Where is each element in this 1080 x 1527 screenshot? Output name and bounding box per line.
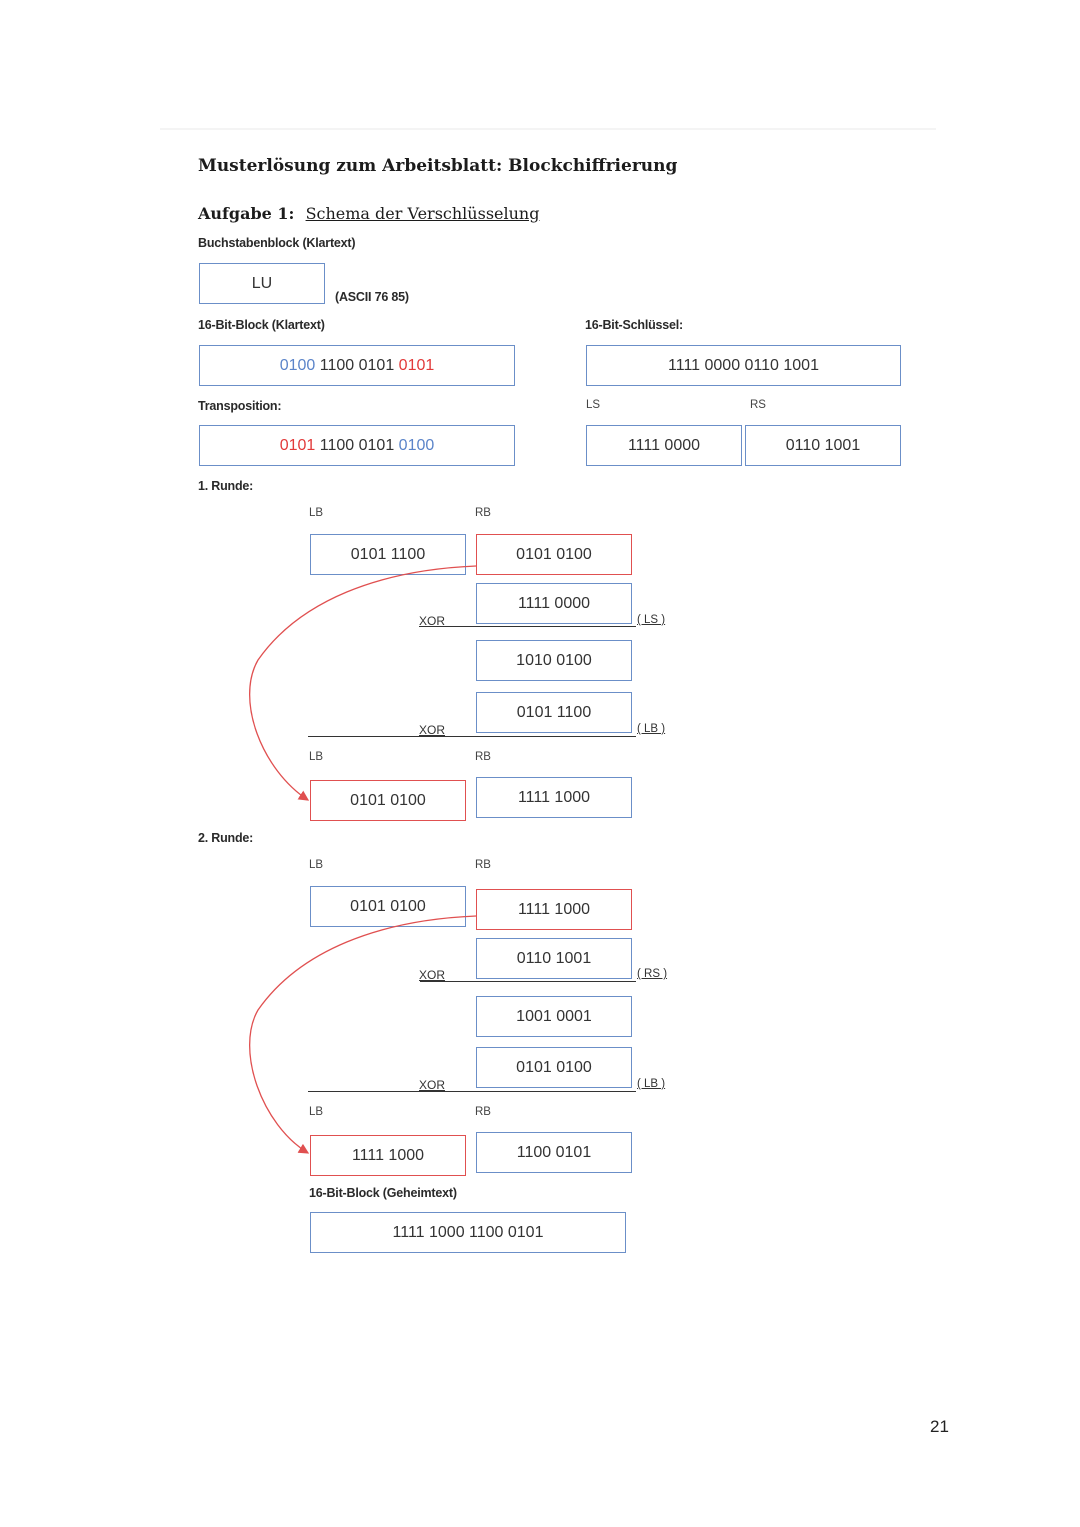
round1-key-box: 1111 0000 — [476, 583, 632, 624]
round2-xor2-label: XOR — [419, 1078, 446, 1092]
transposition-label: Transposition: — [198, 399, 282, 413]
round1-out-lb-box: 0101 0100 — [310, 780, 466, 821]
round1-out-rb-value: 1111 1000 — [517, 788, 591, 806]
round2-out-rb-box: 1100 0101 — [476, 1132, 632, 1173]
round1-rb-label: RB — [475, 507, 491, 519]
ls-label: LS — [586, 399, 601, 411]
rs-value: 0110 1001 — [785, 436, 861, 454]
key16-box: 1111 0000 0110 1001 — [586, 345, 901, 386]
block16-box: 0100 1100 0101 0101 — [199, 345, 515, 386]
round2-xor2-line — [308, 1091, 636, 1093]
ls-value: 1111 0000 — [627, 436, 701, 454]
transposition-part-middle: 1100 0101 — [315, 436, 399, 454]
round1-tag1: ( LS ) — [637, 614, 666, 626]
round2-out-lb-label: LB — [309, 1106, 324, 1118]
ciphertext-label: 16-Bit-Block (Geheimtext) — [309, 1186, 457, 1200]
plaintext-block-label: Buchstabenblock (Klartext) — [198, 236, 356, 250]
round1-result1-value: 1010 0100 — [516, 651, 592, 669]
round1-out-lb-value: 0101 0100 — [350, 791, 426, 809]
round2-out-rb-value: 1100 0101 — [516, 1143, 592, 1161]
round2-result1-value: 1001 0001 — [516, 1007, 592, 1025]
round1-xor1-label: XOR — [419, 614, 446, 628]
ciphertext-value: 1111 1000 1100 0101 — [392, 1223, 544, 1241]
block16-part-right: 0101 — [398, 356, 435, 374]
task-label: Aufgabe 1: — [198, 204, 295, 223]
block16-part-middle: 1100 0101 — [315, 356, 399, 374]
round2-lb-again-value: 0101 0100 — [516, 1058, 592, 1076]
rs-label: RS — [750, 399, 766, 411]
round2-xor1-label: XOR — [419, 968, 446, 982]
ciphertext-box: 1111 1000 1100 0101 — [310, 1212, 626, 1253]
round2-lb-value: 0101 0100 — [350, 897, 426, 915]
plaintext-letters-box: LU — [199, 263, 325, 304]
page-number: 21 — [930, 1417, 949, 1436]
round2-xor1-line — [420, 981, 636, 983]
round1-key-value: 1111 0000 — [517, 594, 591, 612]
round2-rb-label: RB — [475, 859, 491, 871]
round2-key-box: 0110 1001 — [476, 938, 632, 979]
round1-tag2: ( LB ) — [637, 723, 666, 735]
task-subtitle: Schema der Verschlüsselung — [305, 204, 540, 223]
round1-lb-again-box: 0101 1100 — [476, 692, 632, 733]
key16-label: 16-Bit-Schlüssel: — [585, 318, 684, 332]
round2-swap-arrow — [249, 915, 477, 1154]
round2-tag1: ( RS ) — [637, 968, 668, 980]
document-title: Musterlösung zum Arbeitsblatt: Blockchif… — [198, 156, 678, 176]
round2-lb-again-box: 0101 0100 — [476, 1047, 632, 1088]
round2-out-rb-label: RB — [475, 1106, 491, 1118]
round1-out-rb-label: RB — [475, 751, 491, 763]
round1-lb-value: 0101 1100 — [350, 545, 426, 563]
round1-swap-arrow — [249, 565, 477, 801]
round1-rb-value: 0101 0100 — [516, 545, 592, 563]
round2-result1-box: 1001 0001 — [476, 996, 632, 1037]
round1-lb-box: 0101 1100 — [310, 534, 466, 575]
block16-label: 16-Bit-Block (Klartext) — [198, 318, 325, 332]
round2-key-value: 0110 1001 — [516, 949, 592, 967]
transposition-part-left: 0101 — [279, 436, 316, 454]
page-top-rule — [160, 128, 936, 130]
block16-part-left: 0100 — [279, 356, 316, 374]
round1-out-lb-label: LB — [309, 751, 324, 763]
ascii-note: (ASCII 76 85) — [335, 290, 409, 304]
rs-box: 0110 1001 — [745, 425, 901, 466]
round2-out-lb-value: 1111 1000 — [351, 1146, 425, 1164]
round1-result1-box: 1010 0100 — [476, 640, 632, 681]
round1-label: 1. Runde: — [198, 479, 254, 493]
round2-rb-value: 1111 1000 — [517, 900, 591, 918]
round1-lb-label: LB — [309, 507, 324, 519]
round1-xor2-line — [308, 736, 636, 738]
round2-lb-label: LB — [309, 859, 324, 871]
round1-rb-box: 0101 0100 — [476, 534, 632, 575]
plaintext-letters-value: LU — [251, 274, 273, 292]
round1-xor1-line — [420, 626, 636, 628]
round1-lb-again-value: 0101 1100 — [516, 703, 592, 721]
round2-rb-box: 1111 1000 — [476, 889, 632, 930]
task-heading: Aufgabe 1: Schema der Verschlüsselung — [198, 204, 539, 223]
round2-out-lb-box: 1111 1000 — [310, 1135, 466, 1176]
round2-tag2: ( LB ) — [637, 1078, 666, 1090]
transposition-box: 0101 1100 0101 0100 — [199, 425, 515, 466]
round1-xor2-label: XOR — [419, 723, 446, 737]
ls-box: 1111 0000 — [586, 425, 742, 466]
round2-label: 2. Runde: — [198, 831, 254, 845]
round1-out-rb-box: 1111 1000 — [476, 777, 632, 818]
round2-lb-box: 0101 0100 — [310, 886, 466, 927]
transposition-part-right: 0100 — [398, 436, 435, 454]
key16-value: 1111 0000 0110 1001 — [668, 356, 819, 374]
